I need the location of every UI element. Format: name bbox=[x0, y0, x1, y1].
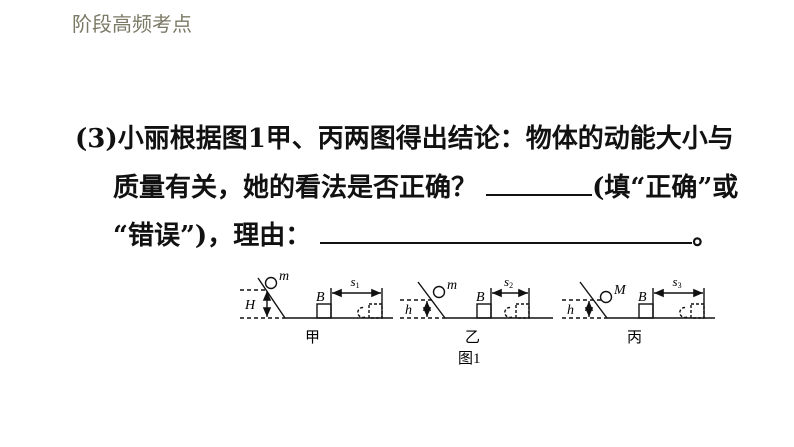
distance-label: s2 bbox=[504, 274, 513, 290]
question-text: 。 bbox=[692, 221, 719, 251]
answer-blank-2[interactable] bbox=[320, 218, 693, 244]
ball-icon bbox=[599, 290, 613, 304]
block-final-position bbox=[690, 303, 705, 319]
ball-final-position bbox=[357, 306, 366, 319]
block-label: B bbox=[476, 290, 485, 305]
panel-label: 丙 bbox=[627, 330, 642, 346]
question-line-3: “错误”)，理由： 。 bbox=[113, 215, 718, 252]
block-final-position bbox=[368, 303, 383, 319]
question-text: (填“正确”或 bbox=[592, 173, 739, 203]
question-number: (3) bbox=[75, 124, 118, 154]
block-b bbox=[316, 303, 332, 319]
block-final-position bbox=[515, 303, 530, 319]
mass-label: M bbox=[613, 283, 627, 298]
section-title: 阶段高频考点 bbox=[72, 12, 192, 36]
ball-icon bbox=[264, 276, 278, 290]
question-text: 质量有关，她的看法是否正确？ bbox=[113, 173, 478, 203]
incline-line bbox=[257, 277, 286, 319]
panel-label: 甲 bbox=[305, 330, 320, 346]
height-label: h bbox=[567, 303, 574, 318]
height-label: H bbox=[244, 298, 256, 313]
block-b bbox=[476, 303, 492, 319]
question-line-2: 质量有关，她的看法是否正确？ (填“正确”或 bbox=[113, 167, 738, 204]
figure-caption: 图1 bbox=[458, 350, 481, 367]
block-label: B bbox=[638, 290, 647, 305]
height-label: h bbox=[405, 303, 412, 318]
question-text: 小丽根据图1甲、丙两图得出结论：物体的动能大小与 bbox=[117, 124, 734, 154]
block-b bbox=[638, 303, 654, 319]
mass-label: m bbox=[447, 278, 457, 293]
mass-label: m bbox=[279, 269, 289, 284]
answer-blank-1[interactable] bbox=[486, 170, 593, 196]
ball-final-position bbox=[679, 306, 688, 319]
question-text: “错误”)，理由： bbox=[113, 221, 312, 251]
distance-label: s1 bbox=[351, 274, 360, 290]
panel-label: 乙 bbox=[465, 330, 480, 346]
block-label: B bbox=[316, 290, 325, 305]
ball-final-position bbox=[504, 306, 513, 319]
distance-label: s3 bbox=[673, 274, 682, 290]
question-line-1: (3)小丽根据图1甲、丙两图得出结论：物体的动能大小与 bbox=[75, 118, 734, 155]
ball-icon bbox=[432, 285, 446, 299]
